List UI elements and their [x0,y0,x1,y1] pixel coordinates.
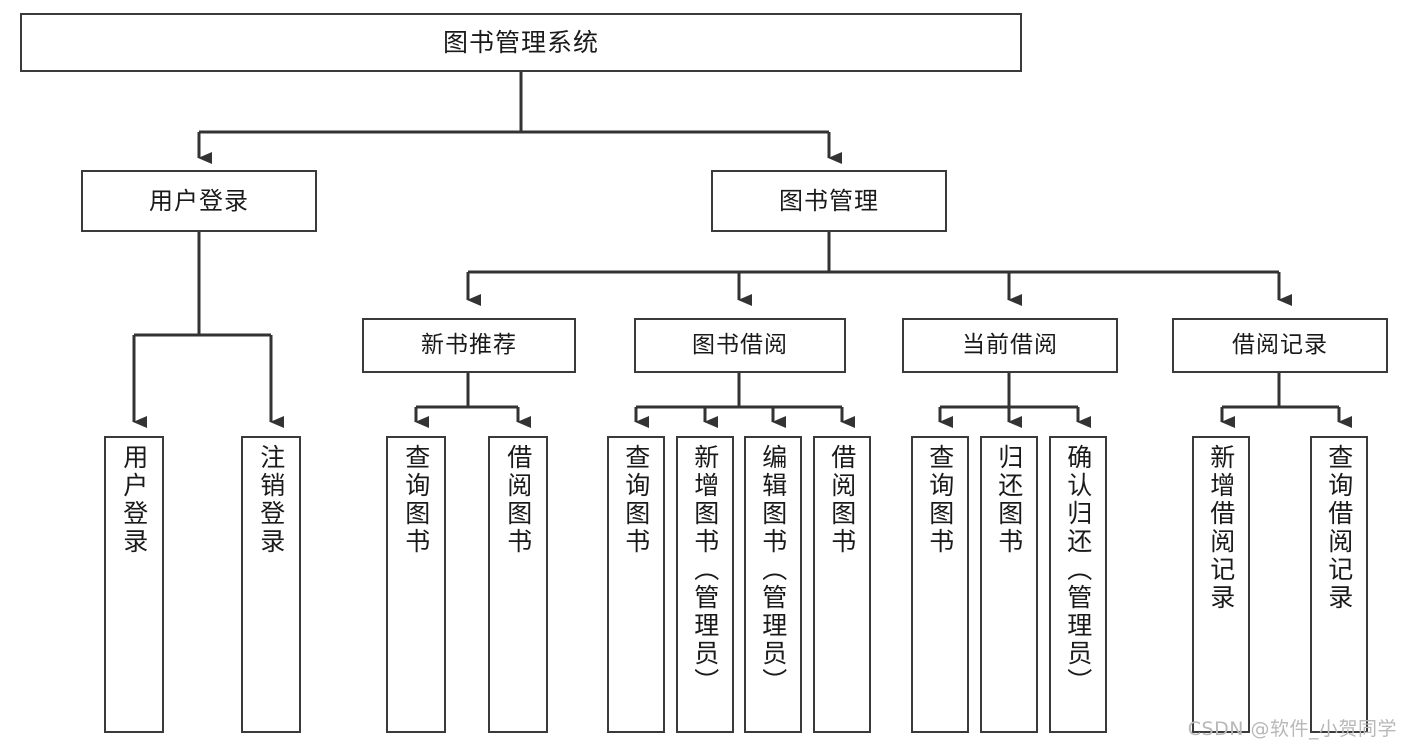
leaf-edit-book[interactable]: 编辑图书（管理员） [744,436,802,733]
leaf-user-login[interactable]: 用户登录 [104,436,164,733]
node-label: 查询借阅记录 [1324,444,1354,612]
node-label: 借阅图书 [503,444,533,556]
leaf-logout-login[interactable]: 注销登录 [241,436,301,733]
node-label: 归还图书 [994,444,1024,556]
node-label: 新增借阅记录 [1206,444,1236,612]
node-label: 借阅图书 [827,444,857,556]
leaf-confirm-return[interactable]: 确认归还（管理员） [1049,436,1107,733]
node-book-borrow[interactable]: 图书借阅 [634,318,846,373]
node-label: 当前借阅 [962,331,1058,358]
node-label: 用户登录 [149,186,249,215]
node-label: 新增图书（管理员） [690,444,720,696]
node-label: 用户登录 [119,444,149,556]
leaf-query-book-current[interactable]: 查询图书 [911,436,969,733]
node-label: 新书推荐 [421,331,517,358]
leaf-return-book[interactable]: 归还图书 [980,436,1038,733]
csdn-watermark: CSDN @软件_小贺同学 [1187,718,1397,740]
node-book-management[interactable]: 图书管理 [711,170,947,232]
node-current-borrow[interactable]: 当前借阅 [902,318,1118,373]
node-root-system[interactable]: 图书管理系统 [20,13,1022,72]
node-new-book-recommend[interactable]: 新书推荐 [362,318,576,373]
leaf-query-borrow-record[interactable]: 查询借阅记录 [1310,436,1368,733]
leaf-borrow-book-borrow[interactable]: 借阅图书 [813,436,871,733]
node-label: 查询图书 [401,444,431,556]
node-label: 查询图书 [621,444,651,556]
leaf-query-book-recommend[interactable]: 查询图书 [386,436,446,733]
leaf-query-book-borrow[interactable]: 查询图书 [607,436,665,733]
node-label: 图书管理 [779,186,879,215]
leaf-add-borrow-record[interactable]: 新增借阅记录 [1192,436,1250,733]
leaf-add-book[interactable]: 新增图书（管理员） [676,436,734,733]
node-label: 注销登录 [256,444,286,556]
node-label: 确认归还（管理员） [1063,444,1093,696]
node-label: 查询图书 [925,444,955,556]
node-label: 编辑图书（管理员） [758,444,788,696]
node-label: 图书管理系统 [442,27,599,57]
leaf-borrow-book-recommend[interactable]: 借阅图书 [488,436,548,733]
node-borrow-record[interactable]: 借阅记录 [1172,318,1388,373]
node-label: 图书借阅 [692,331,788,358]
node-user-login[interactable]: 用户登录 [81,170,317,232]
node-label: 借阅记录 [1232,331,1328,358]
